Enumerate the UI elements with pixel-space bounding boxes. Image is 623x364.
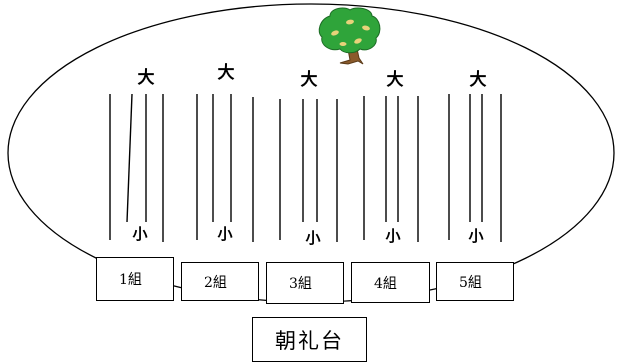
group-4-top-label: 大 [387, 69, 404, 90]
group-1-bottom-label: 小 [132, 225, 147, 243]
group-lines [109, 93, 502, 242]
tree-icon [318, 7, 381, 65]
group-5-bottom-label: 小 [468, 227, 483, 245]
class-box-4: 4組 [351, 262, 430, 303]
group-5-top-label: 大 [470, 69, 487, 90]
class-box-5: 5組 [436, 262, 514, 301]
morning-assembly-stand: 朝礼台 [252, 317, 367, 362]
class-box-1: 1組 [96, 257, 174, 301]
class-label: 3組 [289, 276, 312, 292]
group-2-bottom-label: 小 [217, 225, 232, 243]
group-3-bottom-label: 小 [305, 229, 320, 247]
class-label: 1組 [119, 272, 142, 288]
group-4-bottom-label: 小 [385, 227, 400, 245]
group-1-top-label: 大 [138, 67, 155, 88]
class-label: 2組 [204, 274, 227, 291]
stage-label: 朝礼台 [275, 328, 344, 353]
group-2-top-label: 大 [218, 62, 235, 83]
group-3-top-label: 大 [301, 69, 318, 90]
class-box-3: 3組 [266, 262, 344, 304]
class-label: 5組 [459, 274, 482, 291]
class-box-2: 2組 [181, 262, 259, 301]
class-label: 4組 [374, 275, 397, 292]
